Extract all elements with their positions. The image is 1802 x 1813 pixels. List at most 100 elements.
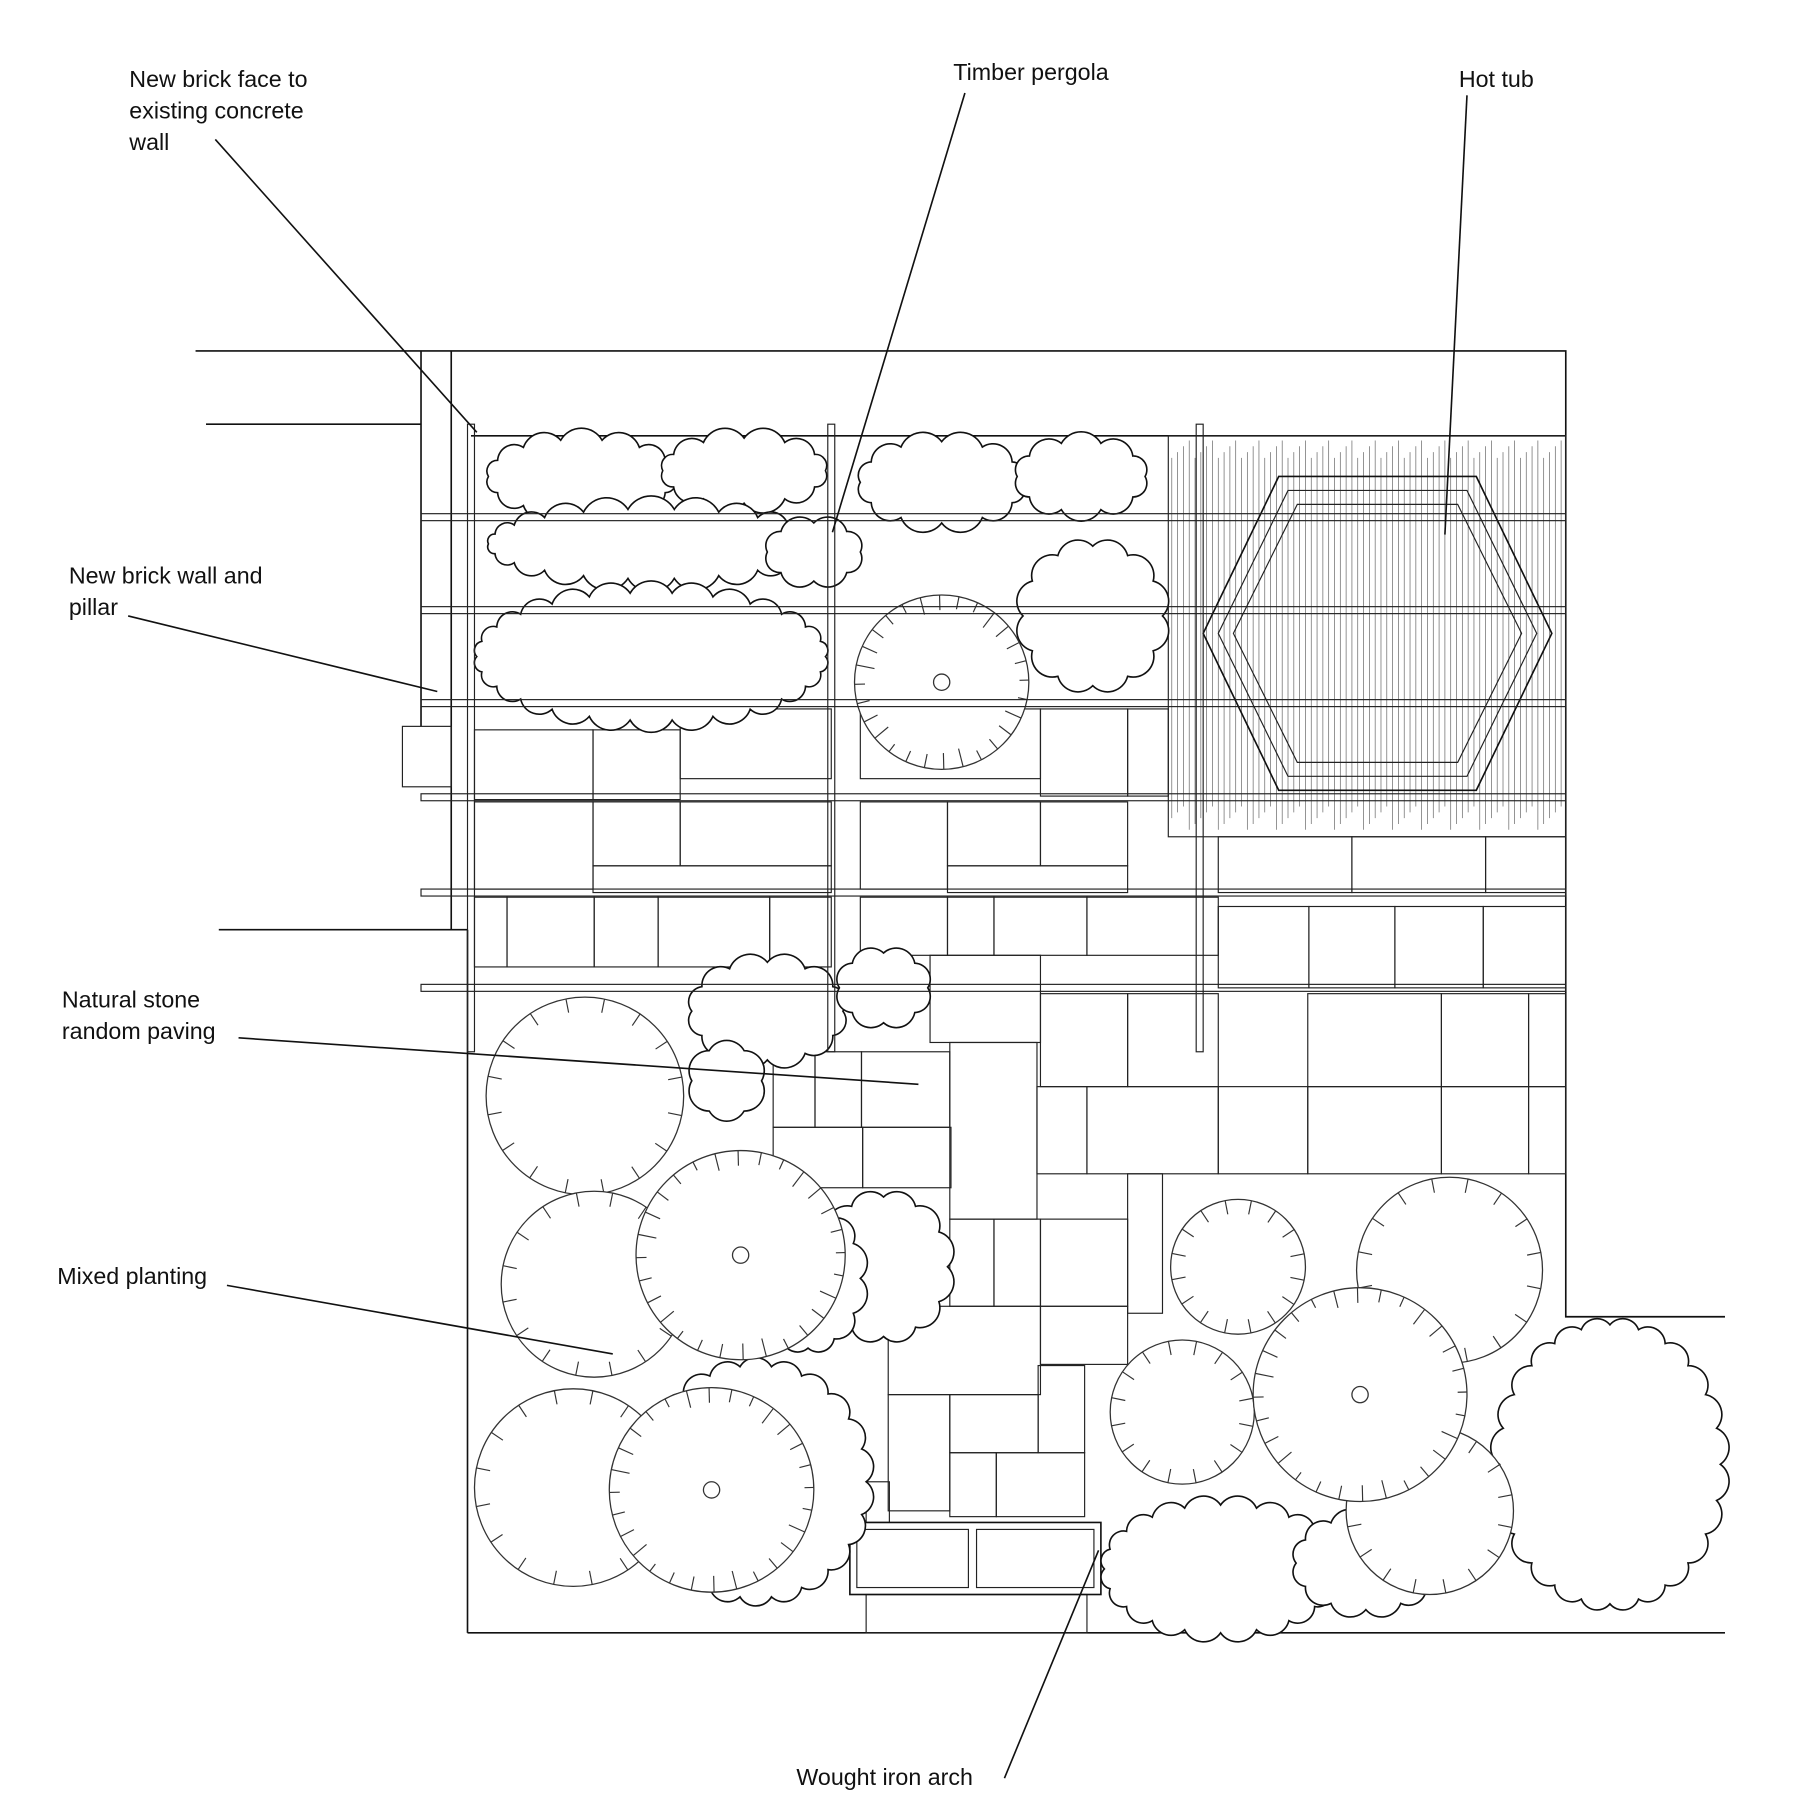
tree-mark <box>1171 1276 1186 1281</box>
tree-mark <box>565 998 570 1013</box>
paving-slab <box>865 1593 1088 1634</box>
tree-mark <box>608 1361 613 1376</box>
tree-mark <box>799 1464 811 1469</box>
tree-mark <box>1442 1579 1447 1594</box>
tree-mark <box>1412 1579 1417 1593</box>
tree-mark <box>639 1277 652 1282</box>
tree-mark <box>780 1542 794 1553</box>
tree-mark <box>1213 1460 1223 1473</box>
paving-slab <box>949 1041 1038 1220</box>
tree-mark <box>1333 1290 1339 1309</box>
tree-mark <box>1255 1372 1274 1378</box>
tree-mark <box>807 1187 822 1199</box>
paving-slab <box>1307 1086 1442 1175</box>
label-timber-pergola: Timber pergola <box>953 59 1108 85</box>
tree-mark <box>923 753 928 768</box>
shrub <box>660 427 828 514</box>
tree-mark <box>659 1327 672 1337</box>
paving-slab <box>1351 836 1487 894</box>
tree-mark <box>1214 1351 1223 1365</box>
paving-slab <box>1127 993 1219 1088</box>
paving-slab <box>860 1051 951 1128</box>
tree-mark <box>1290 1276 1305 1281</box>
paving-slab <box>887 1394 951 1512</box>
tree-mark <box>655 1040 668 1050</box>
tree-mark <box>1429 1325 1443 1337</box>
tree-mark <box>690 1576 695 1591</box>
paving-slab <box>1217 1086 1309 1175</box>
wrought-iron-arch <box>849 1521 1102 1596</box>
tree-mark <box>588 1570 593 1585</box>
paving-slab <box>1527 1086 1567 1175</box>
tree-mark <box>789 1442 803 1451</box>
paving-slab <box>1036 1086 1088 1175</box>
paving-slab <box>859 801 949 890</box>
tree-mark <box>1487 1464 1500 1473</box>
tree-mark <box>1274 1329 1287 1339</box>
paving-slab <box>1127 1173 1164 1314</box>
tree-mark <box>989 738 999 750</box>
tree-mark <box>1239 1423 1253 1427</box>
tree <box>485 996 685 1196</box>
tree-mark <box>1264 1435 1279 1444</box>
tree-mark <box>1310 1299 1317 1308</box>
paving-slab <box>949 1394 1039 1454</box>
tree-mark <box>1193 1341 1198 1356</box>
tree-mark <box>487 1075 502 1080</box>
tree-mark <box>668 1572 675 1584</box>
tree-mark <box>1262 1350 1278 1358</box>
tree-mark <box>1493 1192 1502 1206</box>
paving-slab <box>473 801 594 890</box>
tree-mark <box>1014 660 1027 665</box>
tree-mark <box>1248 1200 1252 1215</box>
planting <box>473 427 1730 1643</box>
tree-mark <box>553 1390 558 1405</box>
pergola-post <box>466 423 476 1053</box>
tree-mark <box>575 1192 580 1207</box>
tree-mark <box>476 1503 491 1508</box>
paving-slab <box>814 1051 863 1128</box>
tree-mark <box>1397 1192 1407 1205</box>
tree-mark <box>629 1427 642 1438</box>
paving-slab <box>995 1452 1086 1518</box>
tree-mark <box>1515 1218 1528 1228</box>
tree-mark <box>685 1390 692 1408</box>
tree-mark <box>1256 1417 1269 1422</box>
tree-mark <box>748 1396 755 1407</box>
tree-mark <box>1431 1178 1435 1193</box>
tree-mark <box>1224 1200 1229 1215</box>
paving-slab <box>1394 905 1484 989</box>
tree-mark <box>1441 1430 1458 1440</box>
shrub <box>765 516 863 588</box>
paving-slab <box>1037 1364 1086 1454</box>
tree-mark <box>645 1411 654 1421</box>
tree-mark <box>1167 1468 1172 1483</box>
tree-mark <box>542 1206 552 1219</box>
tree-mark <box>529 1165 538 1179</box>
shrub <box>1014 431 1148 522</box>
pergola-beam <box>420 793 1567 802</box>
tree-mark <box>1282 1229 1295 1238</box>
tree-mark <box>668 1076 682 1081</box>
tree-mark <box>1004 710 1022 719</box>
tree-mark <box>1121 1443 1135 1453</box>
tree-mark <box>714 1153 720 1171</box>
tree-mark <box>821 1206 834 1215</box>
paving-slab <box>1482 905 1567 989</box>
paving-slab <box>1039 993 1129 1088</box>
paving-slab <box>859 896 949 956</box>
tree-mark <box>516 1327 529 1337</box>
tree-mark <box>728 1389 733 1403</box>
paving-slab <box>506 896 595 968</box>
tree-mark <box>1359 1548 1372 1558</box>
label-mixed-planting: Mixed planting <box>57 1263 207 1289</box>
paving-slab <box>929 954 1042 1044</box>
trunk-icon <box>1351 1385 1369 1404</box>
pergola-beam <box>420 513 1567 522</box>
tree-mark <box>976 750 982 761</box>
tree-mark <box>1442 1345 1456 1353</box>
paving-slab <box>949 1218 995 1307</box>
label-brick-face-1: New brick face to <box>129 66 307 92</box>
paving-slab <box>593 896 659 968</box>
tree-mark <box>620 1529 635 1538</box>
